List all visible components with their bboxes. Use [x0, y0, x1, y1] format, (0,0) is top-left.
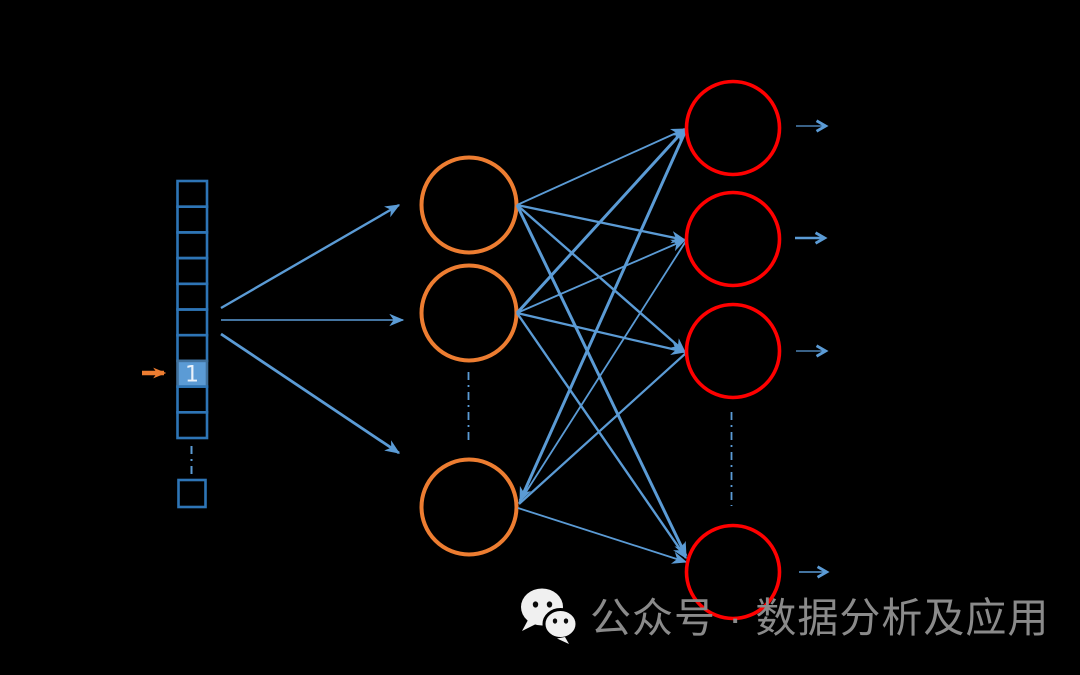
hidden-output-connection	[516, 204, 686, 353]
output-node	[684, 190, 782, 288]
one-hot-cells	[176, 179, 209, 440]
hidden-output-connection	[516, 239, 687, 314]
hidden-output-connection	[517, 507, 688, 564]
hidden-output-connection	[515, 127, 687, 315]
one-hot-cell	[176, 308, 209, 337]
hidden-layer	[419, 155, 519, 557]
hidden-node	[419, 155, 519, 255]
hidden-output-connection	[515, 204, 688, 558]
one-hot-cell	[176, 205, 209, 234]
hidden-output-connection	[518, 129, 688, 503]
output-node	[684, 523, 782, 621]
one-hot-cell	[176, 256, 209, 286]
hidden-to-output-connections	[515, 127, 688, 564]
output-node	[684, 79, 782, 177]
one-hot-cell	[176, 231, 209, 260]
output-layer	[684, 79, 782, 621]
one-hot-cell	[176, 410, 209, 440]
output-arrows	[795, 119, 830, 579]
hidden-output-connection	[518, 352, 687, 505]
vector-extra-cell	[177, 478, 207, 509]
one-hot-cell	[176, 385, 209, 414]
hidden-output-connection	[516, 128, 687, 206]
hidden-output-connection	[516, 311, 687, 355]
hidden-node	[419, 263, 519, 363]
hidden-node	[419, 457, 519, 557]
one-hot-cell	[176, 333, 209, 363]
input-to-hidden-connections	[220, 203, 405, 455]
hidden-output-connection	[516, 312, 687, 560]
input-layer: 1	[142, 179, 209, 509]
one-hot-cell	[176, 179, 209, 209]
one-hot-cell	[176, 282, 209, 311]
output-node	[684, 302, 782, 400]
input-to-hidden-arrow	[220, 332, 401, 455]
active-cell-value: 1	[185, 363, 199, 388]
hidden-output-connection	[518, 240, 687, 504]
input-to-hidden-arrow	[220, 203, 401, 310]
